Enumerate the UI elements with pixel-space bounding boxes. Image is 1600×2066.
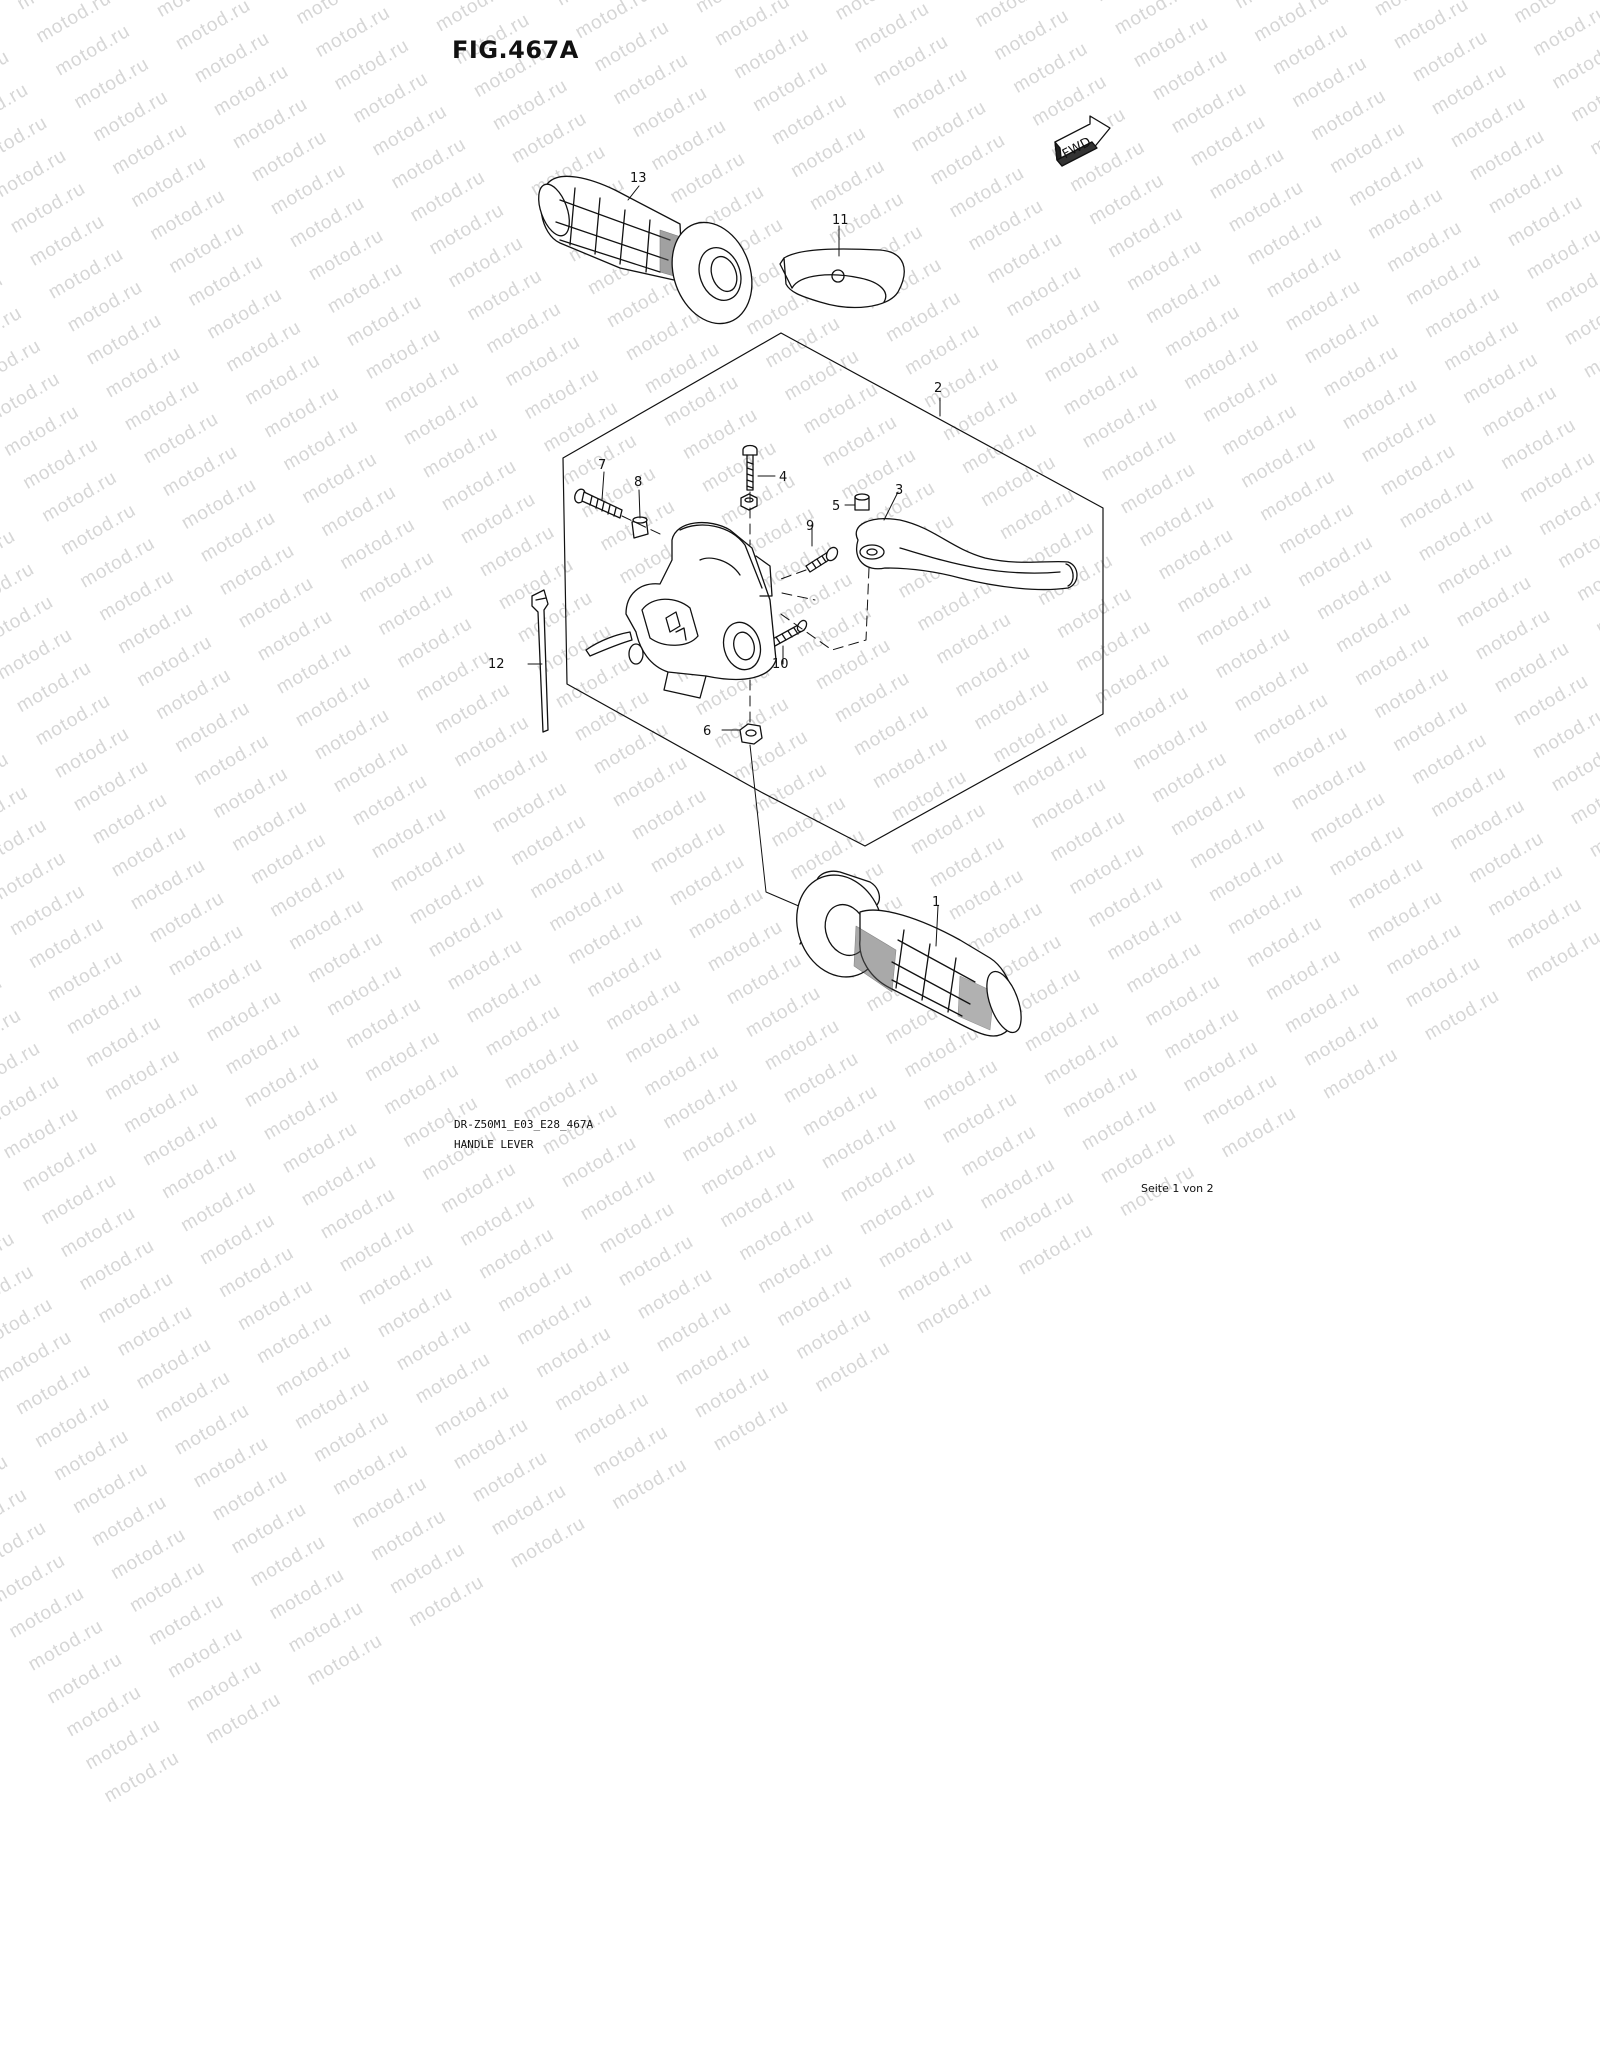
throttle-grip bbox=[796, 870, 1022, 1037]
page-indicator: Seite 1 von 2 bbox=[1141, 1182, 1214, 1195]
callout-6: 6 bbox=[703, 724, 711, 739]
diagram-code: DR-Z50M1_E03_E28_467A bbox=[454, 1118, 594, 1131]
lever-holder bbox=[585, 521, 777, 699]
figure-title: FIG.467A bbox=[452, 36, 579, 64]
lever-cover bbox=[779, 248, 905, 309]
callout-10: 10 bbox=[772, 657, 789, 672]
assembly-boundary bbox=[562, 332, 1104, 847]
callout-7: 7 bbox=[598, 458, 606, 473]
diagram-name: HANDLE LEVER bbox=[454, 1138, 534, 1151]
bolt-7 bbox=[574, 488, 623, 519]
callout-4: 4 bbox=[779, 470, 787, 485]
callout-3: 3 bbox=[895, 483, 903, 498]
callout-1: 1 bbox=[932, 895, 940, 910]
assembly-lines bbox=[621, 491, 870, 911]
parts-diagram: FWD bbox=[488, 115, 1111, 1037]
nut-6 bbox=[739, 723, 763, 745]
callout-12: 12 bbox=[488, 657, 505, 672]
callout-11: 11 bbox=[832, 213, 849, 228]
collar-5 bbox=[854, 493, 870, 511]
callout-13: 13 bbox=[630, 171, 647, 186]
left-grip bbox=[538, 175, 753, 325]
clutch-lever bbox=[855, 518, 1078, 591]
callouts: 1 2 3 4 5 6 7 8 9 10 11 12 13 bbox=[488, 171, 942, 910]
callout-9: 9 bbox=[806, 519, 814, 534]
callout-8: 8 bbox=[634, 475, 642, 490]
bolt-9 bbox=[805, 546, 839, 573]
fwd-arrow-icon: FWD bbox=[1054, 115, 1111, 167]
screw-4 bbox=[742, 444, 758, 491]
leader-lines bbox=[527, 185, 941, 947]
callout-2: 2 bbox=[934, 381, 942, 396]
cable-tie bbox=[531, 589, 549, 733]
callout-5: 5 bbox=[832, 499, 840, 514]
nut-small bbox=[740, 493, 758, 511]
